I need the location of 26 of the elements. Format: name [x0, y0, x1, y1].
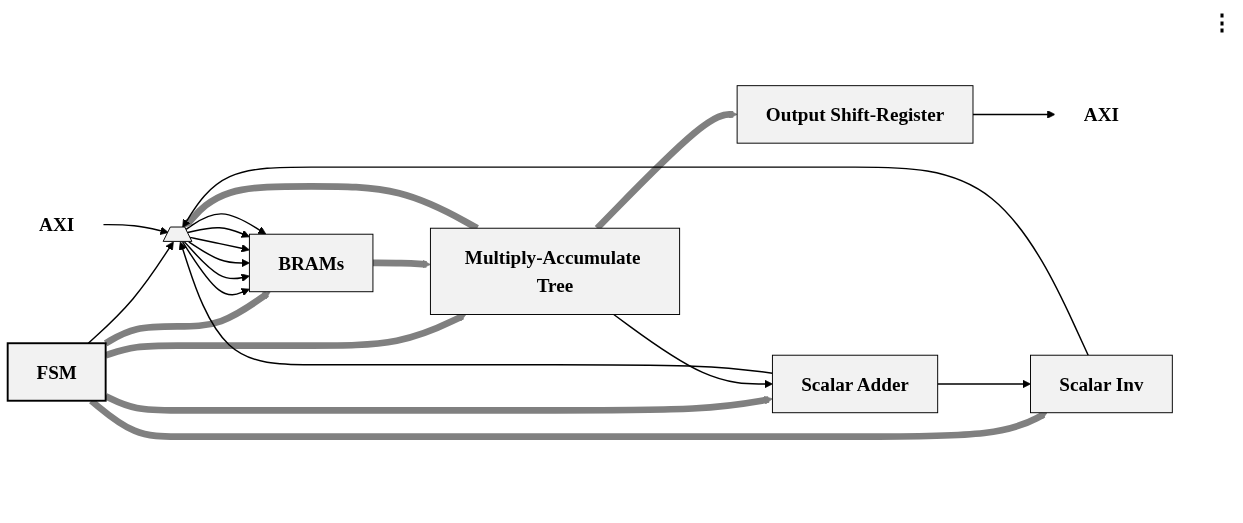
arrow — [189, 237, 250, 253]
arrow — [613, 314, 773, 389]
node-box: Scalar Adder — [771, 355, 939, 414]
arrow — [936, 380, 1031, 389]
arrow — [103, 291, 271, 347]
node-box: BRAMs — [248, 234, 374, 293]
node-text: AXI — [1083, 104, 1119, 126]
node-box: FSM — [6, 342, 107, 403]
arrow — [187, 227, 250, 239]
node-box: Output Shift-Register — [736, 85, 974, 144]
arrow — [181, 241, 250, 297]
node-box: Multiply-Accumulate Tree — [429, 228, 681, 316]
arrow — [185, 213, 267, 235]
arrow — [104, 393, 773, 414]
arrow — [372, 259, 431, 269]
arrow — [102, 224, 169, 236]
arrow — [182, 166, 1089, 357]
arrow — [972, 110, 1056, 119]
arrow — [87, 241, 174, 345]
arrow — [183, 241, 250, 283]
node-text: AXI — [39, 214, 75, 236]
node-box: Scalar Inv — [1030, 355, 1173, 414]
arrow — [188, 241, 250, 268]
ellipsis-label: ⋮ — [1211, 10, 1233, 36]
node-trapezoid — [162, 226, 193, 243]
arrow — [178, 241, 774, 375]
